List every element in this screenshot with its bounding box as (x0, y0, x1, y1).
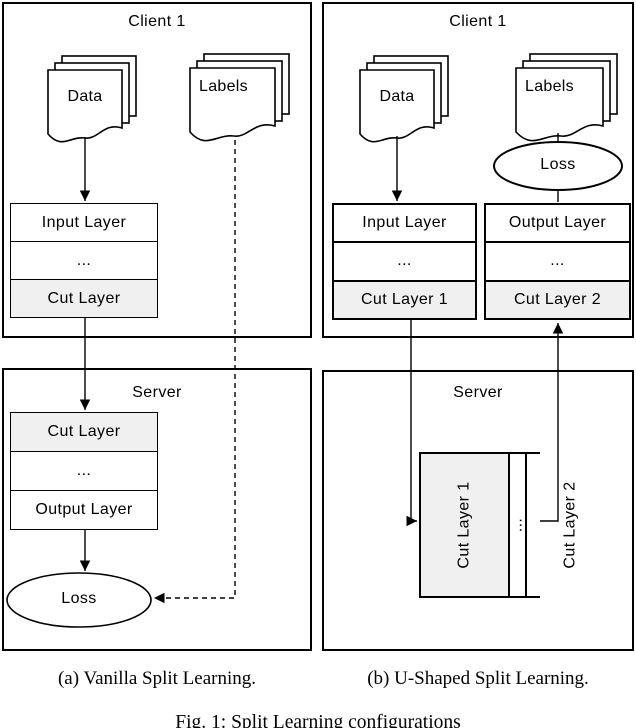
panel-b-server-title: Server (453, 384, 503, 401)
layer-cell: ... (11, 241, 157, 279)
layer-cell: ... (508, 454, 525, 596)
layer-cell: ... (486, 241, 629, 280)
loss-label: Loss (61, 590, 97, 607)
panel-b-client-input-stack: Input Layer ... Cut Layer 1 (332, 203, 477, 320)
subcaption-b: (b) U-Shaped Split Learning. (367, 668, 589, 689)
layer-cell: Cut Layer 2 (524, 454, 614, 596)
panel-a-client-title: Client 1 (128, 13, 186, 30)
data-doc-label: Data (379, 88, 415, 105)
panel-b-client-box (322, 2, 634, 338)
cut-layer-cell: Cut Layer 2 (486, 279, 629, 318)
layer-cell: ... (334, 241, 475, 280)
panel-b-server-layer-stack: Cut Layer 1 ... Cut Layer 2 (419, 452, 614, 598)
subcaption-a: (a) Vanilla Split Learning. (57, 668, 257, 689)
panel-b-client-title: Client 1 (449, 13, 507, 30)
layer-cell: Output Layer (486, 205, 629, 242)
panel-b-client-output-stack: Output Layer ... Cut Layer 2 (484, 203, 631, 320)
cut-layer-cell: Cut Layer (11, 279, 157, 317)
layer-cell: Input Layer (334, 205, 475, 242)
panel-a-client-layer-stack: Input Layer ... Cut Layer (10, 203, 158, 318)
cut-layer-cell: Cut Layer 1 (421, 454, 509, 596)
layer-cell: Output Layer (11, 490, 157, 529)
cut-layer-cell: Cut Layer (11, 413, 157, 451)
layer-cell: Input Layer (11, 204, 157, 241)
layer-cell: ... (11, 451, 157, 490)
cut-layer-cell: Cut Layer 1 (334, 279, 475, 318)
panel-a-server-title: Server (132, 384, 182, 401)
data-doc-label: Data (67, 88, 103, 105)
panel-b-server-box (322, 370, 634, 651)
labels-doc-label: Labels (199, 78, 248, 95)
loss-label: Loss (540, 156, 576, 173)
figure-caption: Fig. 1: Split Learning configurations (175, 712, 461, 728)
labels-doc-label: Labels (525, 78, 574, 95)
panel-a-server-layer-stack: Cut Layer ... Output Layer (10, 412, 158, 530)
